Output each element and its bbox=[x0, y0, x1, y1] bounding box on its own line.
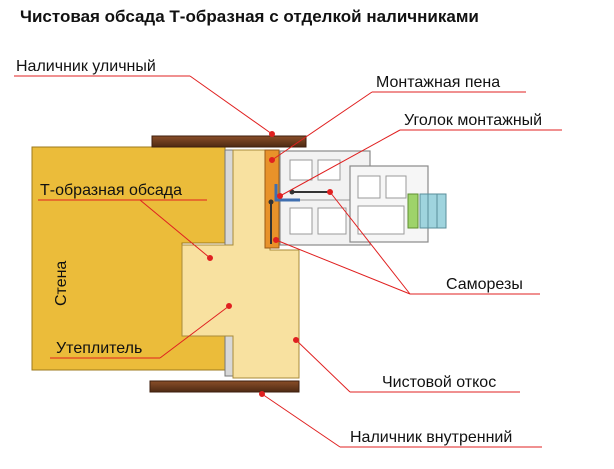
leader-finish-slope bbox=[293, 337, 520, 393]
label-wall: Стена bbox=[53, 261, 70, 306]
leader-mounting-foam bbox=[269, 91, 526, 163]
mounting-angle bbox=[274, 184, 300, 202]
screw-top bbox=[289, 189, 330, 195]
inner-trim bbox=[149, 380, 300, 393]
leader-insulation bbox=[50, 303, 232, 359]
leader-screws bbox=[273, 189, 540, 295]
leader-inner-trim bbox=[259, 391, 542, 448]
label-mounting-angle: Уголок монтажный bbox=[404, 112, 542, 129]
label-t-casing: Т-образная обсада bbox=[40, 182, 182, 199]
label-mounting-foam: Монтажная пена bbox=[376, 74, 500, 91]
leader-t-casing bbox=[38, 199, 213, 261]
label-inner-trim: Наличник внутренний bbox=[350, 429, 512, 446]
outer-trim bbox=[151, 135, 307, 148]
leader-outer-trim bbox=[14, 75, 275, 137]
label-screws: Саморезы bbox=[446, 276, 523, 293]
label-outer-trim: Наличник уличный bbox=[16, 58, 156, 75]
window-profile bbox=[279, 150, 447, 246]
label-insulation: Утеплитель bbox=[56, 340, 142, 357]
label-finish-slope: Чистовой откос bbox=[382, 374, 496, 391]
leader-mounting-angle bbox=[277, 129, 562, 199]
diagram-title: Чистовая обсада Т-образная с отделкой на… bbox=[20, 7, 479, 26]
screw-bottom bbox=[268, 199, 274, 244]
